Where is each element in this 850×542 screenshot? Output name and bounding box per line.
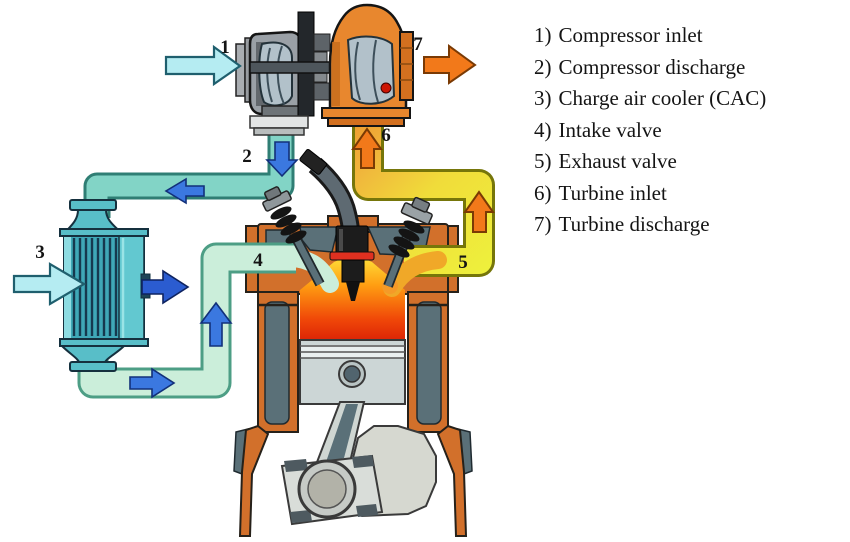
big-end-bolt-tr (352, 455, 374, 468)
valve-bolt (262, 186, 292, 212)
turbine-shading (332, 42, 340, 106)
arrow-intake-riser (199, 301, 233, 347)
turbocharger (235, 3, 414, 136)
legend-label: Exhaust valve (558, 149, 677, 173)
cac-bottom-collar (69, 361, 117, 372)
legend-item-exhaust-valve: 5)Exhaust valve (534, 146, 766, 178)
arrow-intake-bottom (129, 367, 176, 399)
callout-7: 7 (413, 34, 423, 55)
callout-2: 2 (242, 146, 252, 167)
compressor-discharge-pipe (83, 126, 295, 218)
compressor-impeller (258, 41, 293, 107)
legend-num: 2) (534, 54, 552, 79)
crank-journal (307, 469, 347, 509)
exhaust-valve (383, 196, 433, 288)
water-jacket-left (264, 301, 290, 425)
legend-item-turbine-inlet: 6)Turbine inlet (534, 178, 766, 210)
arrow-compressor-discharge-down (265, 141, 299, 178)
callout-6: 6 (381, 125, 391, 146)
fuel-injector (299, 148, 375, 301)
legend-label: Intake valve (558, 117, 662, 142)
valve-bolt (400, 196, 433, 225)
legend-item-charge-air-cooler: 3)Charge air cooler (CAC) (534, 83, 766, 115)
pipe-outline (83, 126, 295, 218)
big-end-bolt-tl (284, 459, 308, 472)
wrist-pin (343, 365, 361, 383)
injector-body-highlight (339, 229, 343, 251)
compressor-outlet-flange-lip (253, 127, 305, 136)
legend-label: Turbine discharge (558, 212, 710, 236)
inlet-flange-outer (235, 43, 246, 97)
intake-valve (262, 186, 325, 287)
legend-label: Compressor inlet (558, 23, 703, 47)
arrow-compressor-inlet (164, 44, 242, 87)
legend-item-turbine-discharge: 7)Turbine discharge (534, 209, 766, 241)
impeller-blades (266, 45, 285, 105)
big-end-bolt-bl (290, 510, 312, 523)
compressor-outlet-flange (249, 115, 309, 129)
turbine-exit-ribs (400, 47, 413, 81)
arrow-exhaust-riser (463, 190, 495, 233)
crankcase-leg-right (436, 424, 468, 537)
valve-spring (270, 206, 307, 244)
piston-rings (300, 345, 405, 359)
legend-item-intake-valve: 4)Intake valve (534, 115, 766, 147)
arrow-turbine-discharge (423, 44, 477, 85)
arrow-cac-outlet (141, 269, 190, 305)
pipe-fill (86, 126, 292, 218)
big-end-bolt-br (356, 504, 378, 517)
legend-num: 1) (534, 23, 552, 47)
piston (299, 339, 406, 405)
arrow-turbine-inlet (351, 127, 383, 169)
legend-num: 6) (534, 180, 552, 205)
legend-label: Charge air cooler (CAC) (558, 86, 767, 110)
legend: 1)Compressor inlet 2)Compressor discharg… (534, 20, 766, 241)
turbine-blades (354, 39, 379, 103)
compressor (235, 30, 304, 121)
legend-num: 5) (534, 149, 552, 173)
bearing-flange-bottom (313, 82, 331, 101)
crank-train (280, 401, 437, 526)
injector-lower (341, 259, 365, 283)
cac-top-lip (59, 228, 149, 237)
arrow-cac-inlet (12, 262, 87, 306)
callout-3: 3 (35, 242, 45, 263)
legend-item-compressor-inlet: 1)Compressor inlet (534, 20, 766, 52)
injector-red-band (329, 251, 375, 261)
cac-top-collar (69, 199, 117, 211)
turbine-inlet-flange-lip (327, 117, 405, 127)
turbine-exit-flange (399, 31, 414, 101)
callout-4: 4 (253, 250, 263, 271)
turbine (328, 3, 414, 112)
engine-cylinder (233, 215, 473, 537)
legend-item-compressor-discharge: 2)Compressor discharge (534, 52, 766, 84)
legend-num: 3) (534, 86, 552, 110)
turbine-inlet-flange (321, 107, 411, 119)
injector-tip (346, 282, 360, 301)
legend-num: 7) (534, 212, 552, 236)
water-jacket-right (416, 301, 442, 425)
legend-label: Turbine inlet (558, 180, 667, 205)
legend-num: 4) (534, 117, 552, 142)
valve-spring (388, 220, 425, 258)
valve-stem (293, 236, 323, 286)
cac-bottom-lip (59, 338, 149, 347)
pipe-end-cap (299, 148, 328, 175)
bearing-flange-top (313, 33, 331, 52)
wastegate-dot (380, 82, 392, 94)
callout-5: 5 (458, 252, 468, 273)
callout-1: 1 (220, 37, 230, 58)
connecting-rod-core (326, 404, 358, 462)
arrow-compressor-discharge-left (164, 177, 205, 205)
legend-label: Compressor discharge (558, 54, 746, 79)
crankcase-leg-left (238, 424, 270, 537)
